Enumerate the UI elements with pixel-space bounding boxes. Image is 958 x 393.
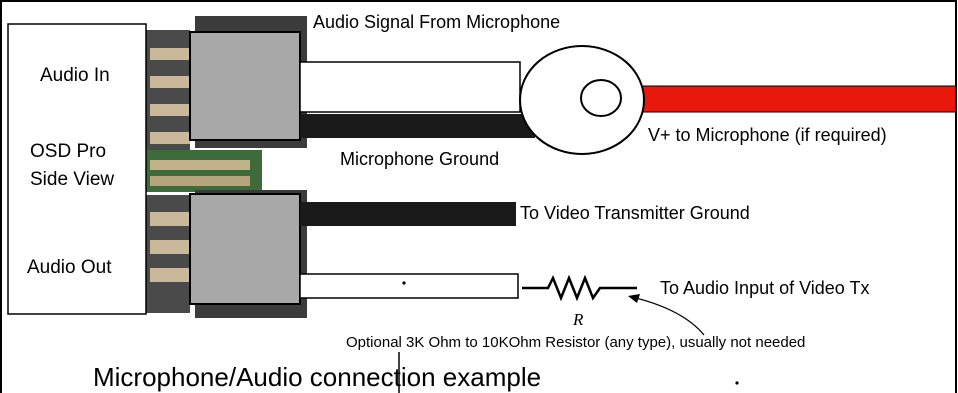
stray-dot bbox=[402, 281, 406, 285]
label-mic-ground: Microphone Ground bbox=[340, 149, 500, 169]
tx-audio-wire bbox=[299, 273, 519, 299]
resistor-symbol bbox=[522, 274, 637, 302]
label-mic-vplus: V+ to Microphone (if required) bbox=[648, 125, 887, 145]
mic-ground-wire bbox=[300, 114, 535, 138]
pin-header-bottom bbox=[145, 195, 190, 313]
resistor-note-arrowhead bbox=[628, 294, 640, 303]
pin-header-top bbox=[145, 30, 190, 158]
resistor-note: Optional 3K Ohm to 10KOhm Resistor (any … bbox=[346, 334, 806, 351]
label-osd-line2: Side View bbox=[30, 169, 115, 190]
bottom-connector bbox=[189, 193, 301, 305]
microphone-inner-ring bbox=[580, 79, 622, 117]
caption-dot bbox=[735, 381, 739, 385]
top-connector bbox=[189, 31, 301, 141]
osd-board bbox=[7, 23, 147, 315]
pcb-edge bbox=[142, 150, 262, 192]
audio-signal-wire bbox=[299, 61, 521, 113]
diagram-caption: Microphone/Audio connection example bbox=[93, 362, 542, 392]
resistor-note-arrow bbox=[631, 296, 705, 336]
label-audio-out: Audio Out bbox=[27, 257, 112, 278]
label-osd-line1: OSD Pro bbox=[30, 141, 107, 162]
tx-ground-wire bbox=[300, 202, 516, 226]
mic-vplus-wire bbox=[629, 85, 957, 113]
label-tx-ground: To Video Transmitter Ground bbox=[520, 203, 750, 223]
label-audio-signal: Audio Signal From Microphone bbox=[313, 12, 561, 32]
label-audio-in: Audio In bbox=[40, 65, 110, 86]
label-tx-audio: To Audio Input of Video Tx bbox=[660, 278, 870, 298]
resistor-symbol-label: R bbox=[573, 310, 584, 329]
